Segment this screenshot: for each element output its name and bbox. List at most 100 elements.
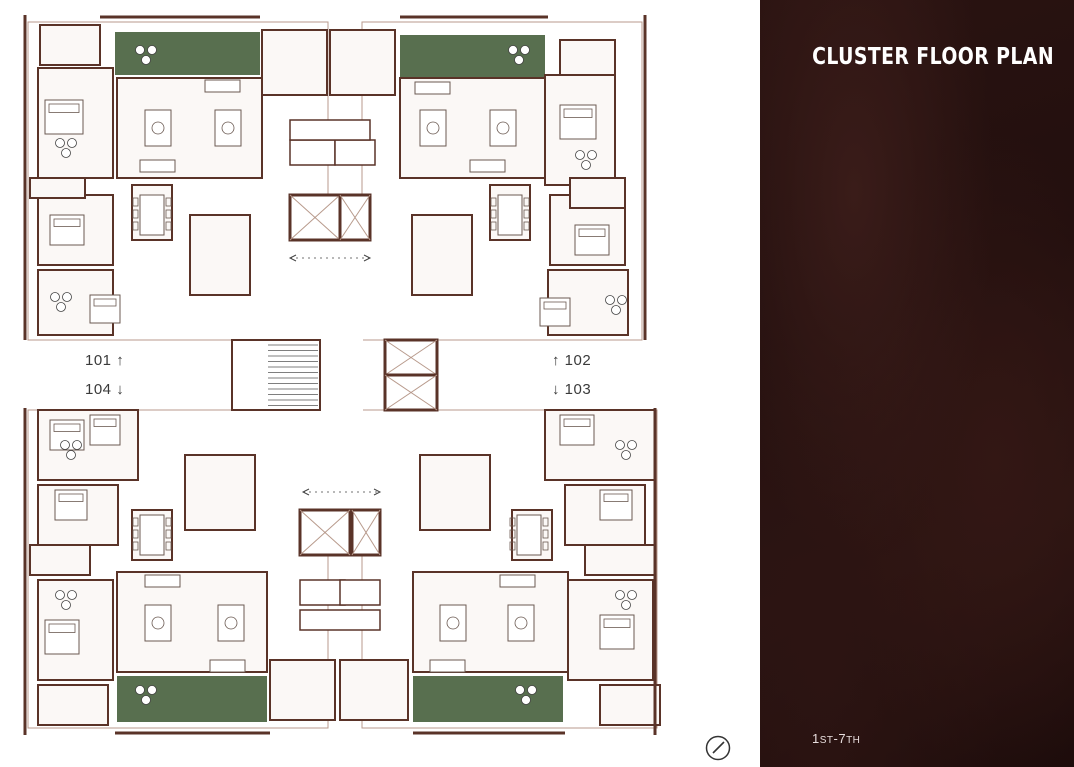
chair-circle: [67, 138, 77, 148]
room: [29, 177, 86, 199]
chair-circle: [621, 600, 631, 610]
coffee-table: [221, 121, 235, 135]
chair-circle: [617, 295, 627, 305]
staircase: [231, 339, 321, 411]
chair-circle: [621, 450, 631, 460]
chair-circle: [515, 685, 525, 695]
chair: [165, 197, 172, 207]
sofa: [414, 81, 451, 95]
rug: [144, 109, 172, 147]
unit-label-103: ↓ 103: [552, 381, 592, 398]
chair-circle: [135, 685, 145, 695]
coffee-table: [151, 121, 165, 135]
pillow: [48, 103, 80, 113]
room: [412, 571, 569, 673]
bed: [54, 489, 88, 521]
bed: [44, 99, 84, 135]
chair-circle: [147, 45, 157, 55]
chair: [490, 221, 497, 231]
chair: [542, 529, 549, 539]
room: [189, 214, 251, 296]
chair: [132, 517, 139, 527]
unit-label-102: ↑ 102: [552, 352, 592, 369]
floor-plan-area: 101 ↑ 104 ↓ ↑ 102 ↓ 103: [23, 15, 731, 761]
lift-cross: [384, 374, 438, 411]
pillow: [48, 623, 76, 633]
dining-table: [497, 194, 523, 236]
lift-cross: [339, 194, 371, 241]
coffee-table: [151, 616, 165, 630]
chair: [132, 529, 139, 539]
coffee-table: [224, 616, 238, 630]
chair: [490, 197, 497, 207]
pillow: [53, 218, 81, 227]
unit-label-104: 104 ↓: [85, 381, 125, 398]
room: [569, 177, 626, 209]
room: [269, 659, 336, 721]
room: [329, 29, 396, 96]
balcony: [400, 35, 545, 77]
chair-circle: [141, 55, 151, 65]
balcony: [413, 676, 563, 722]
chair: [165, 541, 172, 551]
rug: [507, 604, 535, 642]
chair: [132, 541, 139, 551]
pillow: [603, 493, 629, 502]
dining-table: [139, 194, 165, 236]
chair-circle: [615, 590, 625, 600]
arrow-head: [288, 254, 297, 262]
chair: [132, 197, 139, 207]
chair-circle: [56, 302, 66, 312]
bed: [574, 224, 610, 256]
chair: [542, 541, 549, 551]
coffee-table: [514, 616, 528, 630]
unit-outline: [27, 21, 329, 341]
dining-table: [139, 514, 165, 556]
lift-cross: [289, 194, 341, 241]
pillow: [543, 301, 567, 310]
chair-circle: [605, 295, 615, 305]
service-room: [289, 139, 336, 166]
chair: [509, 517, 516, 527]
lift-cross: [384, 339, 438, 376]
coffee-table: [426, 121, 440, 135]
room: [584, 544, 656, 576]
chair-circle: [61, 148, 71, 158]
chair-circle: [611, 305, 621, 315]
chair-circle: [615, 440, 625, 450]
rug: [489, 109, 517, 147]
bed: [44, 619, 80, 655]
chair-circle: [135, 45, 145, 55]
bed: [49, 214, 85, 246]
arrow-head: [363, 254, 372, 262]
chair: [165, 529, 172, 539]
central-core: [231, 119, 439, 631]
chair: [523, 209, 530, 219]
room: [261, 29, 328, 96]
pillow: [93, 418, 117, 427]
chair-circle: [67, 590, 77, 600]
rug: [419, 109, 447, 147]
unit-outline: [361, 21, 643, 341]
room: [339, 659, 409, 721]
arrow-head: [301, 488, 310, 496]
room: [29, 544, 91, 576]
bed: [89, 414, 121, 446]
chair: [165, 221, 172, 231]
room: [419, 454, 491, 531]
room: [411, 214, 473, 296]
service-room: [299, 609, 381, 631]
chair-circle: [627, 590, 637, 600]
rug: [214, 109, 242, 147]
sofa: [204, 79, 241, 93]
unit-label-101: 101 ↑: [85, 352, 125, 369]
sofa: [499, 574, 536, 588]
sofa: [139, 159, 176, 173]
bed: [599, 489, 633, 521]
service-room: [334, 139, 376, 166]
lift-cross: [351, 509, 381, 556]
pillow: [563, 108, 593, 118]
chair-circle: [50, 292, 60, 302]
sofa: [469, 159, 506, 173]
chair-circle: [575, 150, 585, 160]
